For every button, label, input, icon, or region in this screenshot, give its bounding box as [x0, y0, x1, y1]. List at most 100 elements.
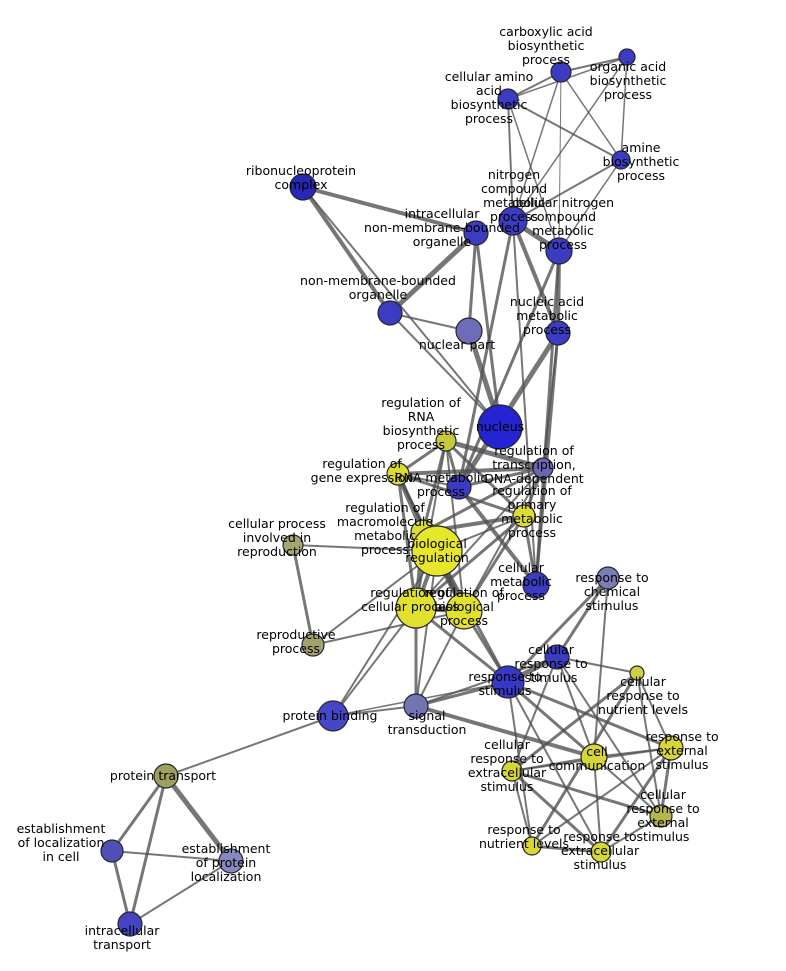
node-label-nucleus: nucleus [476, 419, 524, 434]
edge-crs-cres [511, 656, 558, 772]
edge-epl-it [129, 860, 232, 925]
node-nucleus[interactable] [477, 404, 523, 450]
edge-inmbo-npart [467, 231, 478, 333]
node-cabp[interactable] [550, 61, 572, 83]
edge-crnl-crexs [636, 672, 662, 817]
node-rtdd[interactable] [532, 457, 554, 479]
edge-rpmp-rocp [414, 514, 526, 610]
edge-cabp-cncmp [558, 71, 562, 252]
node-pb[interactable] [317, 700, 349, 732]
edge-ncmp-cmp [512, 220, 537, 586]
node-pt[interactable] [153, 763, 179, 789]
edge-crs-cc [556, 656, 595, 758]
edge-cc-rcs [593, 577, 609, 758]
node-rexs[interactable] [590, 841, 612, 863]
edge-rge-rocp [396, 472, 418, 610]
edge-rts-cc [506, 680, 596, 759]
edge-rtdd-robp [463, 467, 544, 612]
node-rocp[interactable] [395, 587, 437, 629]
edge-caabp-ambp [507, 98, 622, 161]
node-epl[interactable] [218, 848, 244, 874]
edge-crnl-cres [510, 671, 639, 773]
edge-cres-crexs [510, 769, 663, 818]
node-rcs[interactable] [596, 566, 620, 590]
edge-res-crnl [636, 672, 672, 749]
edge-rexs-crexs [600, 815, 662, 853]
node-cc[interactable] [580, 743, 608, 771]
node-caabp[interactable] [497, 88, 519, 110]
edge-pb-rocp [332, 607, 417, 717]
node-rnl[interactable] [522, 836, 542, 856]
node-label-pb: protein binding [282, 708, 377, 723]
node-elic[interactable] [100, 839, 124, 863]
edge-rts-res [506, 680, 673, 750]
node-cncmp[interactable] [545, 237, 573, 265]
node-bioreg[interactable] [411, 525, 463, 577]
edge-repro-cpir [291, 543, 315, 647]
edge-crs-rcs [555, 576, 610, 659]
edge-res-rexs [599, 746, 673, 854]
node-cpir[interactable] [282, 534, 304, 556]
edge-st-bioreg [415, 550, 438, 707]
edge-cc-rexs [593, 756, 602, 853]
edge-caabp-ncmp [507, 98, 514, 222]
node-crnl[interactable] [629, 665, 645, 681]
node-st[interactable] [403, 693, 429, 719]
edge-rtdd-rocp [415, 467, 544, 609]
node-cres[interactable] [501, 760, 523, 782]
edge-epl-elic [111, 850, 232, 862]
node-res[interactable] [658, 735, 684, 761]
edge-rnp-inmbo [301, 185, 478, 235]
node-ncmp[interactable] [498, 206, 528, 236]
edge-pt-epl [163, 773, 234, 864]
node-robp[interactable] [445, 592, 483, 630]
node-rts[interactable] [491, 665, 525, 699]
edge-ncmp-namp [511, 219, 560, 335]
edge-cc-crexs [593, 756, 662, 817]
node-label-npart: nuclear part [419, 337, 495, 352]
node-it[interactable] [117, 911, 143, 937]
edge-rexs-cres [510, 769, 603, 854]
edge-rnp-nucleus [302, 186, 501, 428]
node-cmp[interactable] [522, 571, 550, 599]
edge-ambp-cncmp [558, 159, 622, 252]
node-oabp[interactable] [618, 48, 636, 66]
node-rrbp[interactable] [435, 430, 457, 452]
edge-oabp-ambp [620, 56, 628, 161]
node-nmbo[interactable] [377, 300, 403, 326]
node-repro[interactable] [301, 633, 325, 657]
node-ambp[interactable] [611, 150, 631, 170]
node-rmp[interactable] [446, 474, 472, 500]
node-crs[interactable] [544, 644, 570, 670]
node-rge[interactable] [386, 462, 410, 486]
node-rnp[interactable] [289, 173, 317, 201]
node-namp[interactable] [545, 320, 571, 346]
node-crexs[interactable] [649, 804, 673, 828]
node-rpmp[interactable] [512, 504, 536, 528]
node-inmbo[interactable] [463, 220, 489, 246]
edge-repro-bioreg [312, 550, 438, 646]
node-npart[interactable] [455, 317, 483, 345]
